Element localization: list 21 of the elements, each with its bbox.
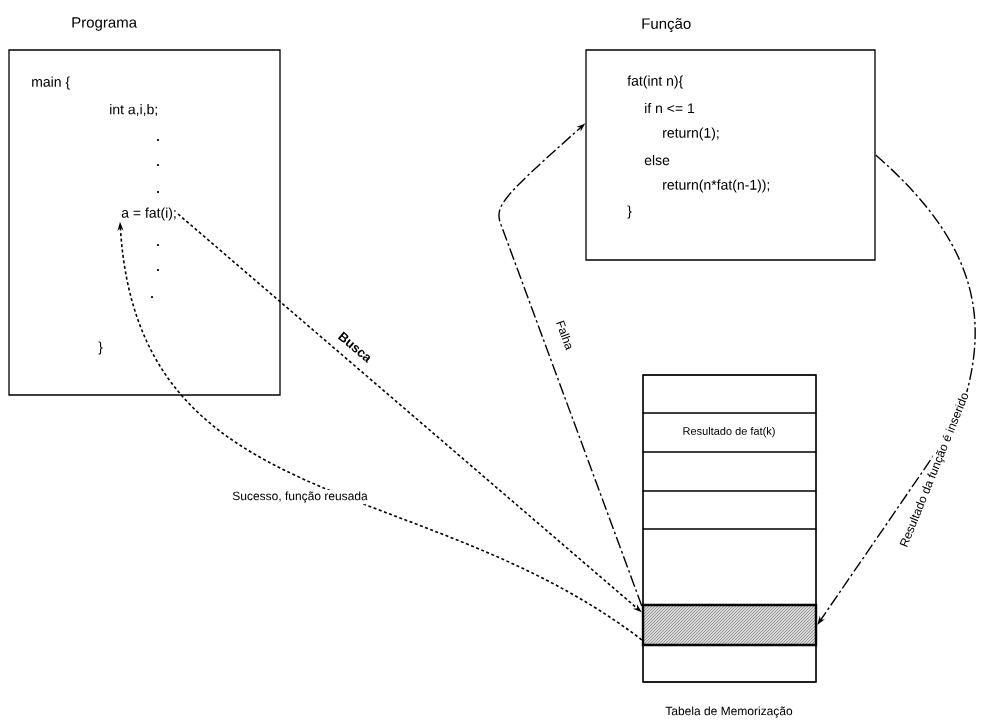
code-line: fat(int n){ xyxy=(627,75,683,89)
table-row xyxy=(642,374,817,414)
edge-label: Falha xyxy=(553,317,577,353)
box-heading: Programa xyxy=(72,17,138,31)
code-line: int a,i,b; xyxy=(110,104,157,116)
code-line: if n <= 1 xyxy=(645,102,695,114)
table-row xyxy=(642,490,817,530)
code-line: return(1); xyxy=(663,127,719,141)
code-line: return(n*fat(n-1)); xyxy=(663,179,770,193)
code-line: main { xyxy=(32,76,70,90)
table-row xyxy=(642,451,817,492)
code-line: else xyxy=(644,154,670,166)
box-heading: Função xyxy=(642,18,691,32)
code-line: } xyxy=(627,205,632,219)
edge-label: Sucesso, função reusada xyxy=(230,489,370,505)
code-line: } xyxy=(98,341,103,355)
table-row xyxy=(642,644,817,683)
table-row xyxy=(642,528,817,606)
box-heading: Tabela de Memorização xyxy=(665,706,793,718)
table-row: Resultado de fat(k) xyxy=(642,412,817,453)
code-line: a = fat(i); xyxy=(121,207,176,221)
